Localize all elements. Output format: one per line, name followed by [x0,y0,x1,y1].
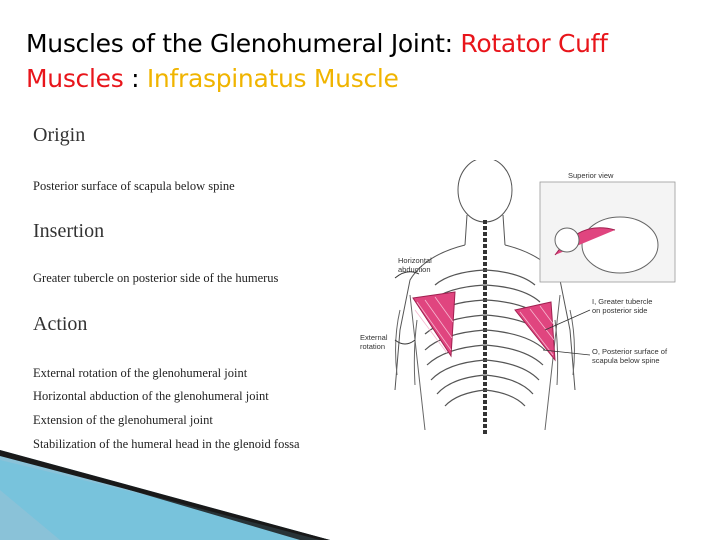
insertion-figure-label: I, Greater tubercle on posterior side [592,297,653,315]
back-anatomy-illustration [394,160,676,435]
insertion-heading: Insertion [33,220,105,242]
title-part-separator: : [123,64,147,93]
corner-decoration [0,450,330,540]
insertion-text: Greater tubercle on posterior side of th… [33,271,279,285]
title-part-rotator-cuff: Rotator Cuff Muscles [26,29,608,93]
title-part-main: Muscles of the Glenohumeral Joint: [26,29,461,58]
slide-title: Muscles of the Glenohumeral Joint: Rotat… [26,26,706,96]
origin-heading: Origin [33,124,86,146]
action-item: Stabilization of the humeral head in the… [33,437,300,451]
anatomy-figure: Superior view Horizontal abduction Exter… [355,160,695,440]
origin-figure-label: O, Posterior surface of scapula below sp… [592,347,668,365]
action-heading: Action [33,313,88,335]
action-item: Horizontal abduction of the glenohumeral… [33,389,269,403]
origin-text: Posterior surface of scapula below spine [33,179,235,193]
action-item: Extension of the glenohumeral joint [33,413,213,427]
external-rotation-label: External rotation [360,333,388,351]
horizontal-abduction-label: Horizontal abduction [398,256,432,274]
title-part-infraspinatus: Infraspinatus Muscle [146,64,399,93]
action-item: External rotation of the glenohumeral jo… [33,366,248,380]
superior-view-label: Superior view [568,171,614,180]
